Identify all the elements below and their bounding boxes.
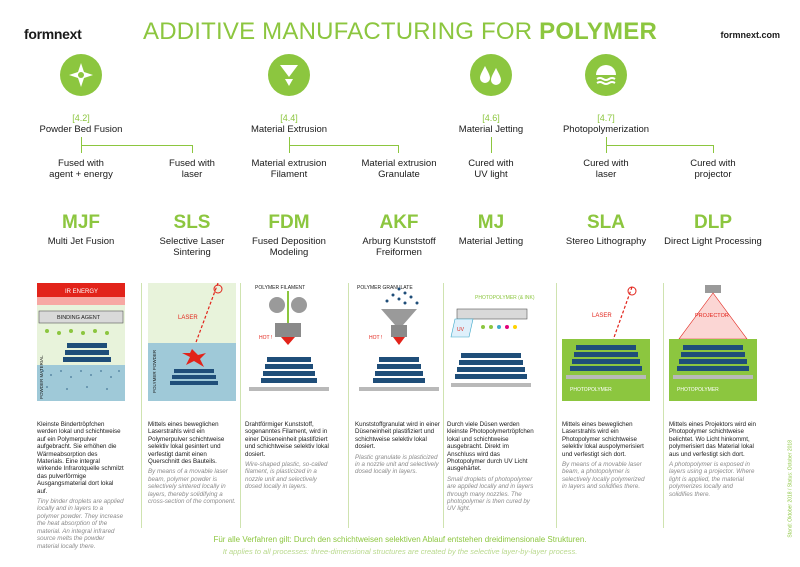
material-jetting-icon: [470, 54, 512, 96]
column-divider: [556, 283, 557, 528]
connector-line: [289, 145, 399, 146]
category-number: [4.2]: [72, 113, 90, 123]
photopolymer-label: PHOTOPOLYMER: [677, 387, 719, 393]
mjf-illustration: IR ENERGY BINDING AGENT POWDER MATERIAL: [37, 283, 125, 401]
status-date: Stand: Oktober 2018 / Status: October 20…: [788, 440, 794, 538]
column-divider: [240, 283, 241, 528]
process-abbreviation: MJF: [62, 212, 100, 233]
formnext-logo: formnext: [24, 26, 82, 42]
photopolymerization-icon: [585, 54, 627, 96]
polymer-filament-label: POLYMER FILAMENT: [255, 285, 305, 291]
connector-line: [192, 145, 193, 153]
polymer-powder-label: POLYMER POWDER: [152, 349, 157, 393]
sls-illustration: LASER POLYMER POWDER: [148, 283, 236, 401]
hot-label: HOT !: [369, 335, 382, 341]
binding-agent-label: BINDING AGENT: [57, 315, 101, 321]
footer-english: It applies to all processes: three-dimen…: [222, 547, 578, 556]
process-abbreviation: AKF: [379, 212, 419, 233]
category-number: [4.4]: [280, 113, 298, 123]
photopolymer-ink-label: PHOTOPOLYMER (& INK): [475, 295, 535, 301]
process-abbreviation: FDM: [268, 212, 310, 233]
dlp-illustration: PROJECTOR PHOTOPOLYMER: [669, 283, 757, 401]
powder-material-label: POWDER MATERIAL: [39, 355, 44, 399]
photopolymer-label: PHOTOPOLYMER: [570, 387, 612, 393]
connector-line: [606, 145, 714, 146]
connector-line: [81, 145, 82, 153]
ir-energy-bar: [37, 283, 125, 297]
connector-line: [713, 145, 714, 153]
column-divider: [141, 283, 142, 528]
process-description: Mittels eines beweglichen Laserstrahls w…: [562, 421, 645, 491]
connector-line: [289, 137, 290, 145]
process-full-name: Direct Light Processing: [664, 236, 762, 247]
connector-line: [491, 137, 492, 153]
logo-url: formnext.com: [720, 30, 780, 40]
category-number: [4.6]: [482, 113, 500, 123]
connector-line: [606, 137, 607, 145]
footer-german: Für alle Verfahren gilt: Durch den schic…: [213, 535, 587, 544]
column-divider: [348, 283, 349, 528]
polymer-granulate-label: POLYMER GRANULATE: [357, 285, 413, 291]
process-full-name: Multi Jet Fusion: [47, 236, 115, 247]
hot-label: HOT !: [259, 335, 272, 341]
category-number: [4.7]: [597, 113, 615, 123]
process-description: Drahtförmiger Kunststoff, sogenanntes Fi…: [245, 421, 329, 491]
process-full-name: Stereo Lithography: [565, 236, 647, 247]
sla-illustration: LASER PHOTOPOLYMER: [562, 283, 650, 401]
page-title: ADDITIVE MANUFACTURING FOR POLYMER: [143, 18, 657, 45]
category-name: Material Jetting: [458, 124, 524, 135]
fdm-illustration: POLYMER FILAMENT HOT !: [245, 283, 333, 401]
connector-line: [398, 145, 399, 153]
column-divider: [663, 283, 664, 528]
category-name: Powder Bed Fusion: [39, 124, 123, 135]
akf-illustration: POLYMER GRANULATE HOT !: [355, 283, 443, 401]
ir-energy-label: IR ENERGY: [65, 289, 98, 295]
process-description: Durch viele Düsen werden kleinste Photop…: [447, 421, 534, 513]
laser-label: LASER: [178, 315, 198, 321]
process-abbreviation: DLP: [694, 212, 732, 233]
column-divider: [443, 283, 444, 528]
laser-label: LASER: [592, 313, 612, 319]
process-description: Mittels eines beweglichen Laserstrahls w…: [148, 421, 236, 506]
material-extrusion-icon: [268, 54, 310, 96]
process-abbreviation: SLS: [173, 212, 211, 233]
process-full-name: Material Jetting: [458, 236, 524, 247]
process-abbreviation: MJ: [477, 212, 505, 233]
process-description: Kunststoffgranulat wird in einer Düsenei…: [355, 421, 440, 476]
connector-line: [81, 145, 193, 146]
process-abbreviation: SLA: [587, 212, 625, 233]
category-name: Material Extrusion: [250, 124, 328, 135]
uv-label: UV: [457, 327, 465, 333]
connector-line: [289, 145, 290, 153]
process-description: Mittels eines Projektors wird ein Photop…: [669, 421, 756, 498]
process-description: Kleinste Bindertröpfchen werden lokal un…: [37, 421, 124, 550]
category-name: Photopolymerization: [562, 124, 650, 135]
connector-line: [606, 145, 607, 153]
powder-bed-fusion-icon: [60, 54, 102, 96]
connector-line: [81, 137, 82, 145]
projector-label: PROJECTOR: [695, 313, 729, 319]
mj-illustration: PHOTOPOLYMER (& INK) UV: [447, 283, 535, 401]
